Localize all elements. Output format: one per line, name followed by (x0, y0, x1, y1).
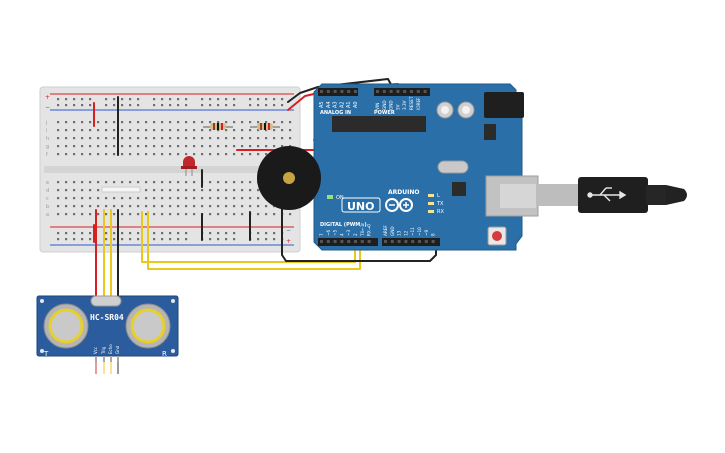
short-jumper (101, 186, 141, 193)
pin-label: A1 (346, 101, 352, 108)
pin-label: ~6 (326, 229, 331, 236)
arduino-logo (385, 198, 413, 212)
sensor-pin-label: Trig (101, 346, 106, 355)
on-label: ON (336, 195, 344, 201)
pin-label: 3.3V (402, 100, 407, 110)
power-header (374, 88, 430, 96)
uno-logo: UNO (341, 197, 381, 213)
rail-minus-bottom: − (286, 227, 291, 234)
row-letter: a (46, 212, 49, 218)
pin-label: 4 (339, 233, 344, 236)
red-led (181, 156, 197, 176)
rail-minus-top: − (45, 104, 50, 111)
led-label-l: L (437, 193, 440, 199)
usb-cable (536, 177, 687, 213)
pin-label: TX←1 (360, 224, 365, 237)
row-letter: h (46, 136, 49, 142)
sensor-pin-label: Echo (108, 344, 113, 354)
brand-label: ARDUINO (388, 189, 419, 196)
row-letter: b (46, 204, 49, 210)
pin-label: GND (390, 226, 395, 236)
pin-label: IOREF (416, 97, 421, 110)
sensor-pin-label: Vcc (93, 347, 98, 354)
pin-label: VIN (375, 103, 380, 110)
resistor-1 (203, 123, 233, 130)
power-label: POWER (374, 110, 395, 116)
sensor-pins (95, 356, 119, 374)
pin-label: 7 (319, 233, 324, 236)
pin-label: A4 (326, 101, 332, 108)
pin-label: ~9 (424, 229, 429, 236)
pin-label: ~11 (410, 227, 415, 236)
pin-label: ~10 (417, 227, 422, 236)
crystal (90, 295, 122, 307)
row-letter: g (46, 144, 49, 150)
led-label-tx: TX (436, 201, 444, 207)
transducer-left (43, 303, 89, 349)
analog-header (318, 88, 358, 96)
row-letter: e (46, 180, 49, 186)
pin-label: 13 (397, 230, 402, 236)
pin-label: 8 (431, 233, 436, 236)
row-letter: f (46, 152, 48, 158)
pin-label: A2 (339, 101, 345, 108)
pin-label: A3 (333, 101, 339, 108)
sensor-pin-label: Gnd (115, 345, 120, 354)
row-letter: i (46, 128, 47, 134)
digital-header-b (382, 238, 440, 246)
pin-label: ~3 (346, 229, 351, 236)
digital-label: DIGITAL (PWM~) (320, 222, 367, 228)
row-letter: c (46, 196, 49, 202)
pin-label: A0 (353, 101, 359, 108)
analog-in-label: ANALOG IN (320, 110, 351, 116)
pin-label: A5 (319, 101, 325, 108)
transducer-right (125, 303, 171, 349)
sensor-mark-t: T (43, 350, 49, 358)
sensor-name: HC-SR04 (90, 313, 124, 322)
pin-label: 12 (403, 230, 408, 236)
pin-label: RX→0 (367, 224, 372, 236)
led-label-rx: RX (437, 209, 444, 215)
sensor-mark-r: R (162, 350, 167, 358)
resistor-2 (250, 123, 280, 130)
pin-label: 5V (395, 104, 400, 110)
wire-yellow-2 (147, 211, 361, 270)
pin-label: AREF (383, 225, 388, 236)
piezo-buzzer (257, 146, 321, 210)
row-letter: d (46, 188, 49, 194)
atmega-chip (332, 116, 426, 132)
usb-icon (587, 187, 627, 202)
pin-label: RESET (409, 96, 414, 110)
pin-label: GND (389, 100, 394, 110)
rail-plus-bottom: + (286, 238, 291, 245)
pin-label: GND (382, 100, 387, 110)
pin-label: ~5 (333, 229, 338, 236)
svg-text:UNO: UNO (347, 200, 375, 213)
rail-plus-top: + (45, 94, 50, 101)
pin-label: 2 (353, 233, 358, 236)
wire-black-ground (281, 194, 437, 262)
power-jack (484, 92, 524, 118)
row-letter: j (45, 120, 47, 126)
wire-black-top (287, 78, 395, 103)
